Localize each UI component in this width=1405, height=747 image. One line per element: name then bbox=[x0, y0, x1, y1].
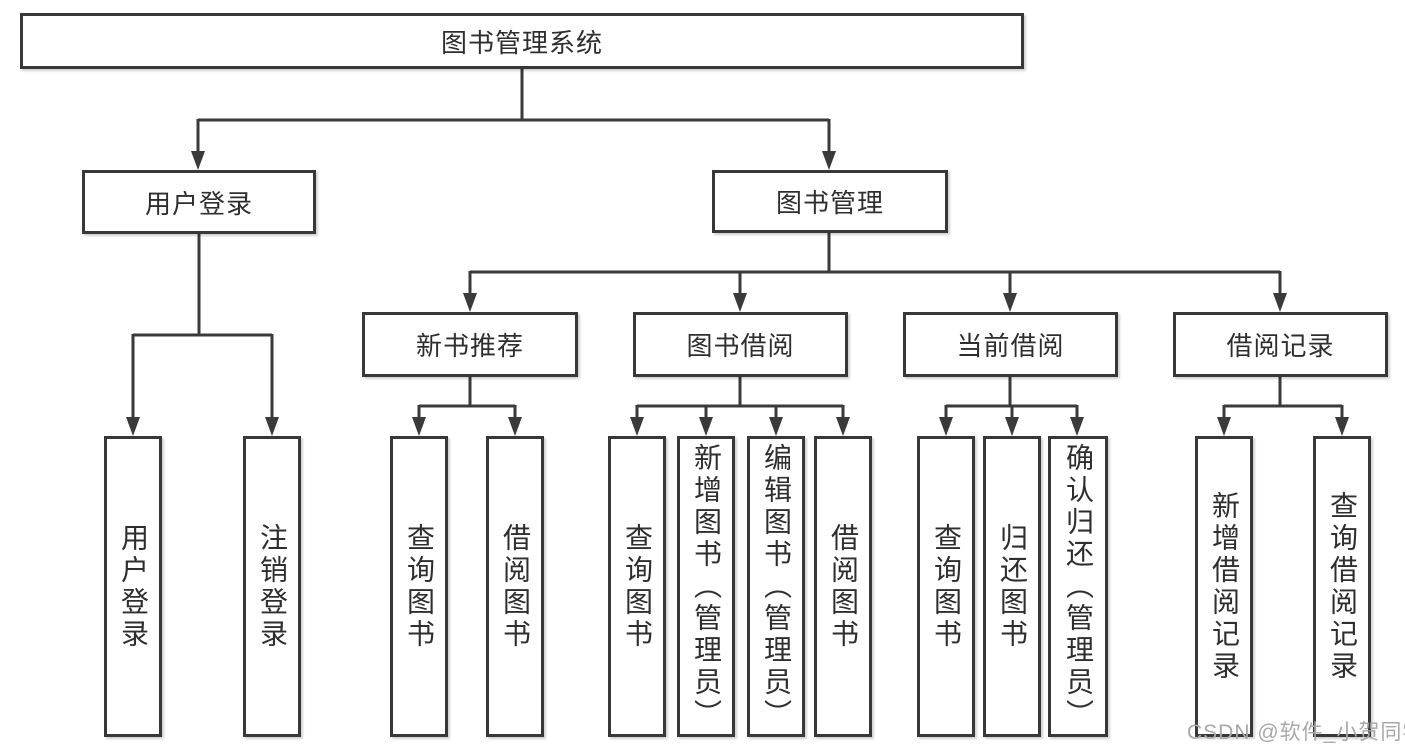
leaf-borrow-books: 借阅图书 bbox=[814, 436, 872, 737]
leaf-query-books-borrow: 查询图书 bbox=[608, 436, 666, 737]
node-user-login-label: 用户登录 bbox=[144, 188, 253, 219]
node-current-borrow-label: 当前借阅 bbox=[956, 331, 1065, 361]
node-new-book-recommend-label: 新书推荐 bbox=[415, 331, 524, 361]
leaf-confirm-return-admin-label: 确认归还（管理员） bbox=[1063, 442, 1094, 731]
node-book-borrow-label: 图书借阅 bbox=[686, 331, 795, 361]
node-borrow-records: 借阅记录 bbox=[1173, 312, 1388, 377]
leaf-query-borrow-record-label: 查询借阅记录 bbox=[1327, 490, 1358, 683]
leaf-query-books-recommend-label: 查询图书 bbox=[404, 522, 435, 651]
leaf-add-book-admin-label: 新增图书（管理员） bbox=[691, 442, 722, 731]
node-current-borrow: 当前借阅 bbox=[903, 312, 1118, 377]
connector-shafts bbox=[131, 69, 1344, 423]
leaf-logout: 注销登录 bbox=[243, 436, 301, 737]
arrowheads bbox=[126, 151, 1349, 436]
node-user-login: 用户登录 bbox=[82, 170, 316, 234]
leaf-add-book-admin: 新增图书（管理员） bbox=[677, 436, 735, 737]
leaf-borrow-books-label: 借阅图书 bbox=[828, 522, 859, 651]
leaf-user-login-label: 用户登录 bbox=[118, 522, 149, 651]
leaf-add-borrow-record-label: 新增借阅记录 bbox=[1209, 490, 1240, 683]
leaf-edit-book-admin-label: 编辑图书（管理员） bbox=[761, 442, 792, 731]
leaf-confirm-return-admin: 确认归还（管理员） bbox=[1048, 436, 1108, 737]
leaf-query-books-recommend: 查询图书 bbox=[390, 436, 448, 737]
leaf-borrow-books-recommend: 借阅图书 bbox=[486, 436, 544, 737]
node-book-management: 图书管理 bbox=[712, 170, 948, 233]
node-borrow-records-label: 借阅记录 bbox=[1226, 331, 1335, 361]
node-root-label: 图书管理系统 bbox=[440, 27, 603, 58]
watermark: CSDN @软件_小贺同学 bbox=[1187, 721, 1405, 744]
leaf-borrow-books-recommend-label: 借阅图书 bbox=[500, 522, 531, 651]
leaf-query-borrow-record: 查询借阅记录 bbox=[1313, 436, 1371, 737]
node-new-book-recommend: 新书推荐 bbox=[362, 312, 578, 377]
leaf-add-borrow-record: 新增借阅记录 bbox=[1195, 436, 1253, 737]
leaf-query-books-borrow-label: 查询图书 bbox=[622, 522, 653, 651]
node-book-management-label: 图书管理 bbox=[775, 188, 884, 218]
leaf-query-books-current-label: 查询图书 bbox=[931, 522, 962, 651]
node-root: 图书管理系统 bbox=[20, 13, 1024, 69]
leaf-query-books-current: 查询图书 bbox=[917, 436, 975, 737]
leaf-logout-label: 注销登录 bbox=[257, 522, 288, 651]
leaf-edit-book-admin: 编辑图书（管理员） bbox=[747, 436, 805, 737]
node-book-borrow: 图书借阅 bbox=[633, 312, 848, 377]
leaf-return-books-label: 归还图书 bbox=[997, 522, 1028, 651]
leaf-user-login: 用户登录 bbox=[104, 436, 162, 737]
leaf-return-books: 归还图书 bbox=[983, 436, 1041, 737]
